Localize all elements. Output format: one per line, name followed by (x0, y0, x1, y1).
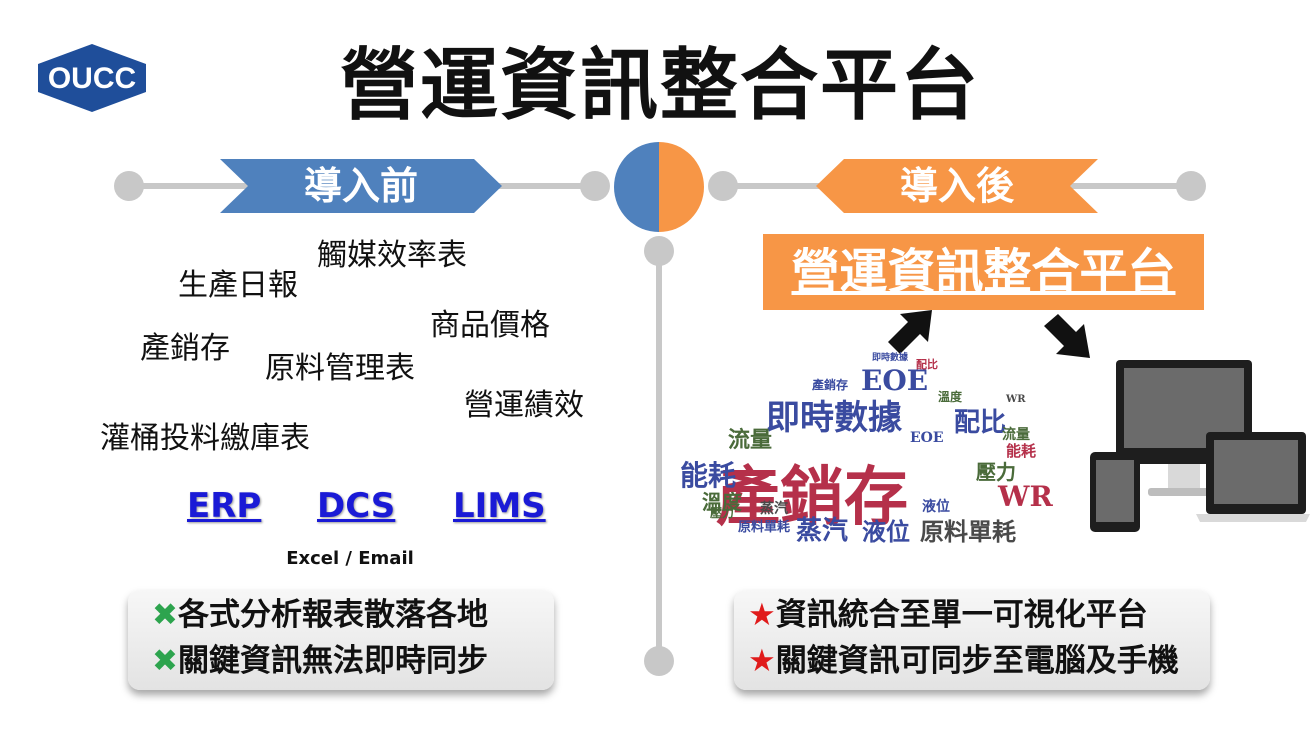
timeline-dot (1176, 171, 1206, 201)
after-benefits-box (734, 590, 1210, 690)
system-link-lims[interactable]: LIMS (453, 486, 546, 526)
cloud-word: 能耗 (680, 459, 737, 492)
before-issues-box (128, 590, 554, 690)
cloud-word: 流量 (728, 427, 773, 453)
timeline-dot (644, 646, 674, 676)
cloud-word-small: 即時數據 (872, 353, 909, 363)
cross-icon: ✖ (152, 597, 178, 633)
cloud-word-small: 流量 (1002, 427, 1030, 443)
cloud-word-small: 原料單耗 (738, 520, 791, 535)
report-word: 生產日報 (178, 268, 298, 303)
cross-icon: ✖ (152, 643, 178, 679)
word-cloud: 產銷存 即時數據 EOE 配比 能耗 蒸汽 液位 原料單耗 WR 流量 溫度 壓… (676, 350, 1076, 560)
timeline-vertical-line (656, 240, 662, 660)
cloud-word: 壓力 (976, 460, 1016, 484)
cloud-word-small: WR (1006, 394, 1026, 405)
timeline-dot (708, 171, 738, 201)
excel-email-label: Excel / Email (286, 548, 414, 569)
report-word: 原料管理表 (265, 351, 415, 386)
cloud-word-small: 配比 (916, 358, 938, 371)
star-icon: ★ (748, 643, 776, 679)
platform-label: 營運資訊整合平台 (791, 244, 1176, 300)
cloud-word-small: 液位 (922, 499, 950, 515)
cloud-word-small: EOE (910, 430, 944, 446)
system-link-erp[interactable]: ERP (187, 486, 262, 526)
page-title: 營運資訊整合平台 (339, 41, 980, 131)
cloud-word-small: 溫度 (938, 390, 963, 404)
issue-item: ✖關鍵資訊無法即時同步 (152, 643, 488, 679)
benefit-item: ★關鍵資訊可同步至電腦及手機 (748, 643, 1179, 679)
oucc-logo: OUCC (38, 44, 146, 112)
cloud-word: 產銷存 (716, 460, 908, 535)
after-banner-label: 導入後 (899, 164, 1014, 208)
svg-text:OUCC: OUCC (48, 62, 136, 95)
issue-item: ✖各式分析報表散落各地 (152, 597, 488, 633)
cloud-word-small: 能耗 (1006, 442, 1037, 460)
center-split-circle (614, 142, 704, 232)
report-word: 營運績效 (464, 388, 584, 423)
timeline-dot (644, 236, 674, 266)
benefit-item: ★資訊統合至單一可視化平台 (748, 597, 1148, 633)
cloud-word: 原料單耗 (920, 517, 1016, 546)
before-banner-shape (220, 159, 502, 213)
timeline-dot (580, 171, 610, 201)
after-banner-shape (816, 159, 1098, 213)
cloud-word: 即時數據 (766, 398, 902, 438)
report-word: 觸媒效率表 (317, 238, 467, 273)
devices-icon (1090, 360, 1310, 532)
timeline-dot (114, 171, 144, 201)
arrow-up-icon (888, 310, 932, 354)
system-link-dcs[interactable]: DCS (317, 486, 396, 526)
cloud-word: 溫度 (702, 490, 742, 514)
cloud-word-small: 蒸汽 (760, 501, 788, 517)
arrow-down-icon (1044, 314, 1090, 358)
cloud-word-small: 產銷存 (812, 378, 849, 392)
report-word: 商品價格 (430, 308, 550, 343)
before-banner-label: 導入前 (303, 164, 418, 208)
report-word: 灌桶投料繳庫表 (100, 421, 310, 456)
platform-box (763, 234, 1204, 310)
cloud-word-small: 壓力 (710, 506, 735, 520)
cloud-word: 配比 (954, 408, 1007, 438)
cloud-word: 液位 (862, 517, 910, 546)
star-icon: ★ (748, 597, 776, 633)
cloud-word: EOE (861, 364, 929, 397)
cloud-word: 蒸汽 (796, 516, 849, 546)
cloud-word: WR (998, 480, 1053, 513)
report-word: 產銷存 (140, 331, 230, 366)
